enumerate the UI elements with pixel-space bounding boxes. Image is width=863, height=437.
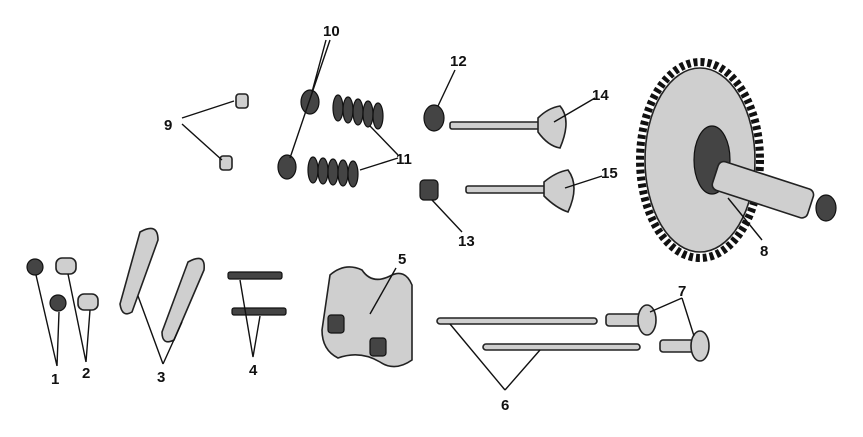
- part-12-valve-seal: [423, 104, 445, 132]
- part-8-camshaft-gear: [636, 58, 837, 262]
- callout-6: 6: [501, 397, 509, 414]
- callout-10: 10: [323, 23, 340, 40]
- part-9-valve-keys: [219, 93, 249, 171]
- callout-8: 8: [760, 243, 768, 260]
- callout-9: 9: [164, 117, 172, 134]
- part-14-intake-valve: [449, 105, 567, 149]
- part-3-rocker-arms: [119, 227, 205, 343]
- part-4-rocker-studs: [227, 271, 287, 316]
- callout-4: 4: [249, 362, 258, 379]
- part-15-exhaust-valve: [465, 169, 575, 213]
- part-13-valve-rotator: [419, 179, 439, 201]
- part-11-valve-springs: [307, 94, 384, 188]
- callout-3: 3: [157, 369, 165, 386]
- callout-13: 13: [458, 233, 475, 250]
- callout-labels: 1 2 3 4 5 6 7 8 9 10 11 12 13 14 15: [51, 23, 768, 414]
- callout-2: 2: [82, 365, 90, 382]
- callout-11: 11: [396, 151, 412, 168]
- part-2-pivots: [55, 257, 99, 311]
- part-6-push-rods: [436, 317, 641, 351]
- callout-5: 5: [398, 251, 406, 268]
- part-1-adjuster-nuts: [26, 258, 67, 312]
- part-10-spring-retainers: [277, 89, 320, 180]
- callout-7: 7: [678, 283, 686, 300]
- callout-14: 14: [592, 87, 609, 104]
- callout-12: 12: [450, 53, 467, 70]
- part-7-tappets: [605, 304, 710, 362]
- leader-lines: [35, 39, 763, 391]
- part-5-guide-plate: [321, 266, 413, 368]
- callout-1: 1: [51, 371, 59, 388]
- callout-15: 15: [601, 165, 618, 182]
